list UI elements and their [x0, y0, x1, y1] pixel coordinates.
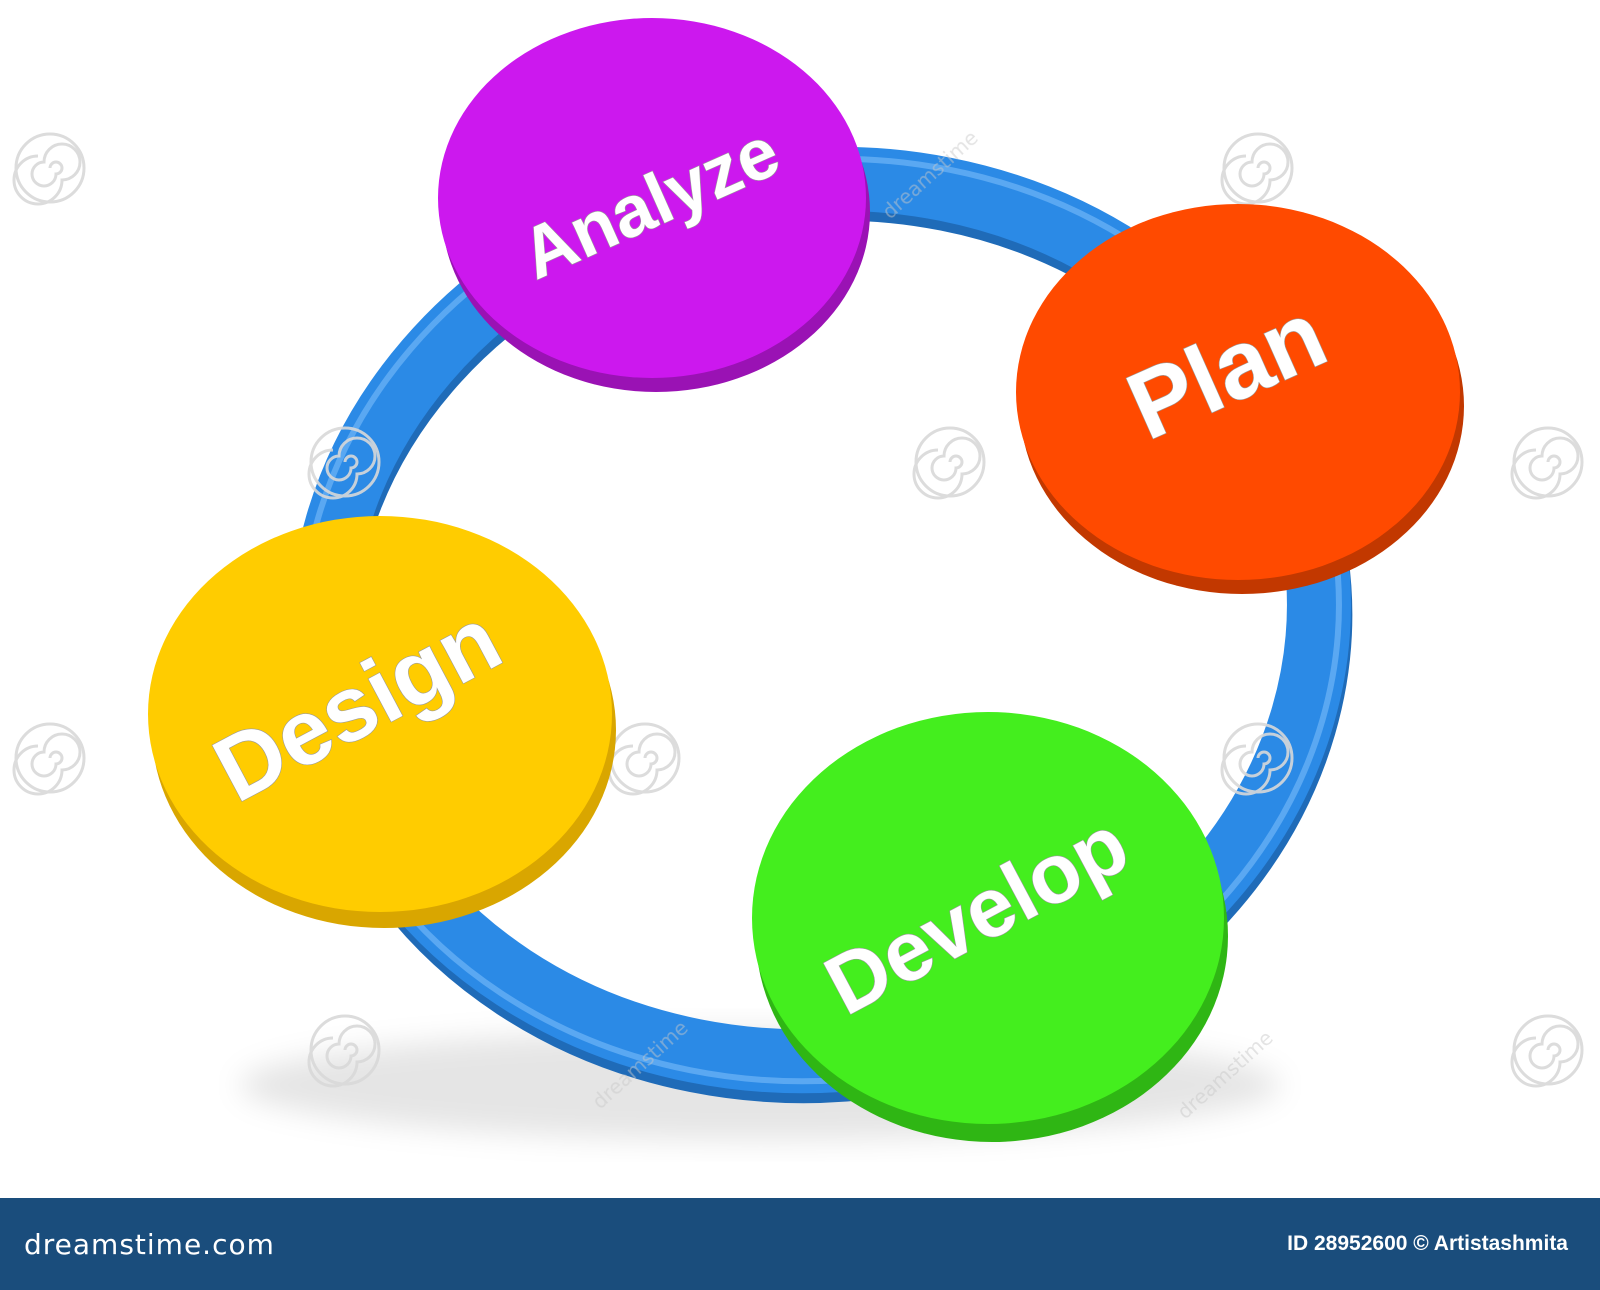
- footer-bar: dreamstime.com ID 28952600 © Artistashmi…: [0, 1198, 1600, 1290]
- stage-disk-analyze: Analyze: [438, 18, 870, 392]
- stage-disk-develop: Develop: [752, 712, 1228, 1142]
- footer-brand: dreamstime.com: [24, 1227, 275, 1261]
- stage-disk-design: Design: [148, 516, 616, 928]
- stage-disk-plan: Plan: [1016, 204, 1464, 594]
- cycle-diagram: dreamstime dreamstime dreamstime dreamst…: [12, 18, 1584, 1142]
- footer-credit: ID 28952600 © Artistashmita: [1287, 1232, 1568, 1255]
